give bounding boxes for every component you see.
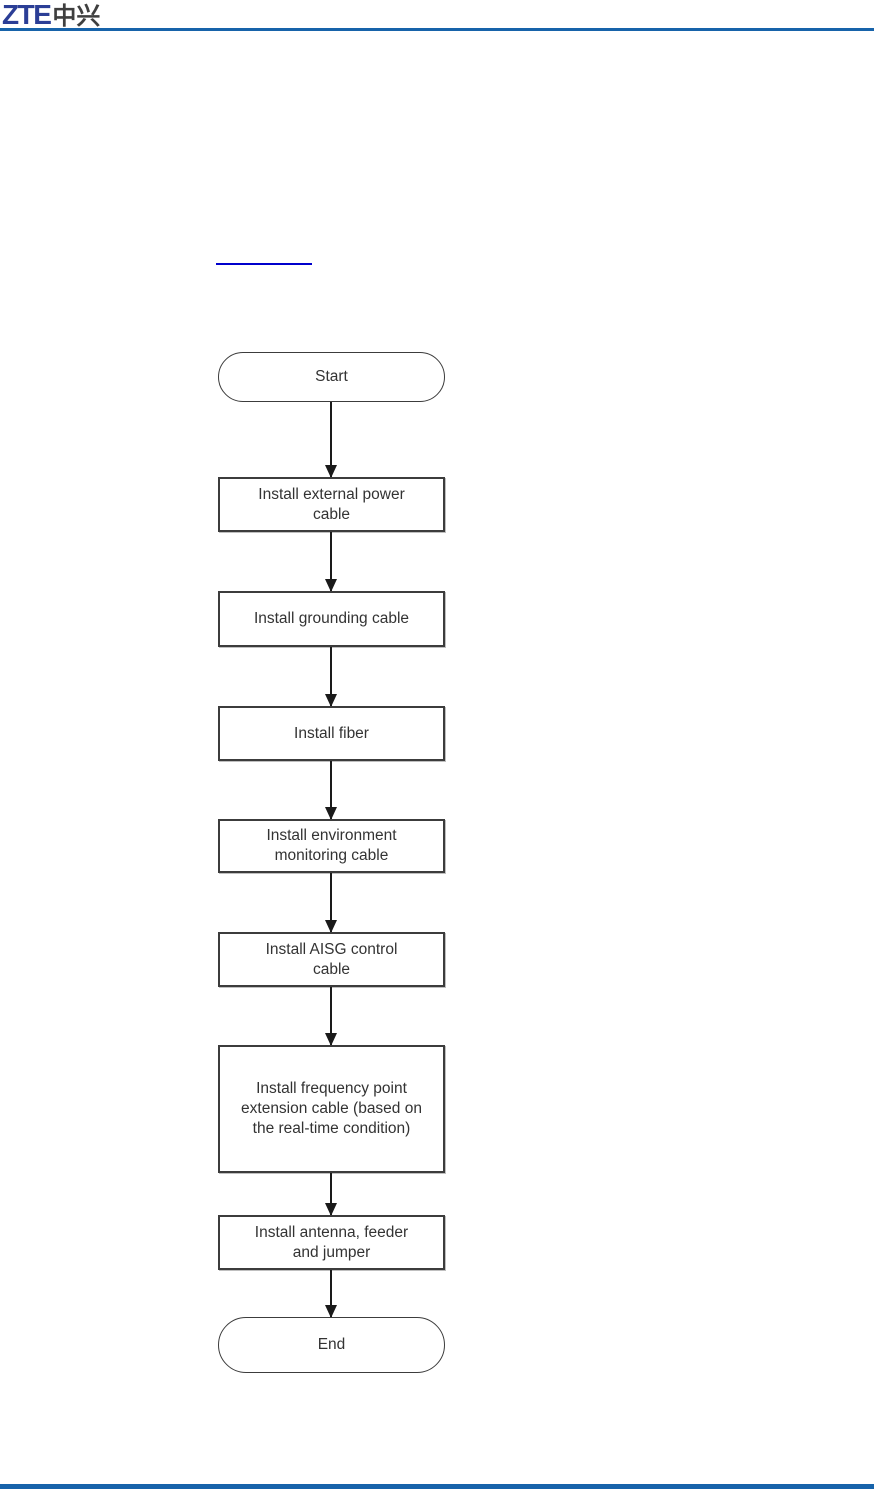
arrowhead-down-icon — [325, 579, 337, 592]
flow-arrow-6 — [325, 987, 337, 1046]
flow-arrow-1 — [325, 402, 337, 478]
flowchart-node-install-grounding-cable: Install grounding cable — [218, 591, 445, 647]
flowchart-node-install-external-power-cable: Install external power cable — [218, 477, 445, 532]
arrowhead-down-icon — [325, 1305, 337, 1318]
flow-arrow-8 — [325, 1270, 337, 1318]
flowchart-node-install-environment-monitoring-cable: Install environment monitoring cable — [218, 819, 445, 873]
arrowhead-down-icon — [325, 920, 337, 933]
arrowhead-down-icon — [325, 694, 337, 707]
arrowhead-down-icon — [325, 465, 337, 478]
flow-arrow-7 — [325, 1173, 337, 1216]
zte-logo-cjk: 中兴 — [52, 3, 101, 30]
footer-rule — [0, 1484, 874, 1489]
arrowhead-down-icon — [325, 807, 337, 820]
arrowhead-down-icon — [325, 1203, 337, 1216]
flow-arrow-4 — [325, 761, 337, 820]
zte-logo: ZTE 中兴 — [2, 1, 100, 29]
cross-reference-link-underline[interactable] — [216, 263, 312, 265]
flow-arrow-3 — [325, 647, 337, 707]
flowchart-node-install-frequency-point-extension-cable: Install frequency point extension cable … — [218, 1045, 445, 1173]
flowchart-node-install-aisg-control-cable: Install AISG control cable — [218, 932, 445, 987]
header-rule — [0, 28, 874, 31]
flowchart-node-start: Start — [218, 352, 445, 402]
flow-arrow-5 — [325, 873, 337, 933]
arrowhead-down-icon — [325, 1033, 337, 1046]
flowchart-node-end: End — [218, 1317, 445, 1373]
zte-logo-latin: ZTE — [2, 0, 52, 30]
flow-arrow-2 — [325, 532, 337, 592]
flowchart-node-install-antenna-feeder-and-jumper: Install antenna, feeder and jumper — [218, 1215, 445, 1270]
flowchart-node-install-fiber: Install fiber — [218, 706, 445, 761]
